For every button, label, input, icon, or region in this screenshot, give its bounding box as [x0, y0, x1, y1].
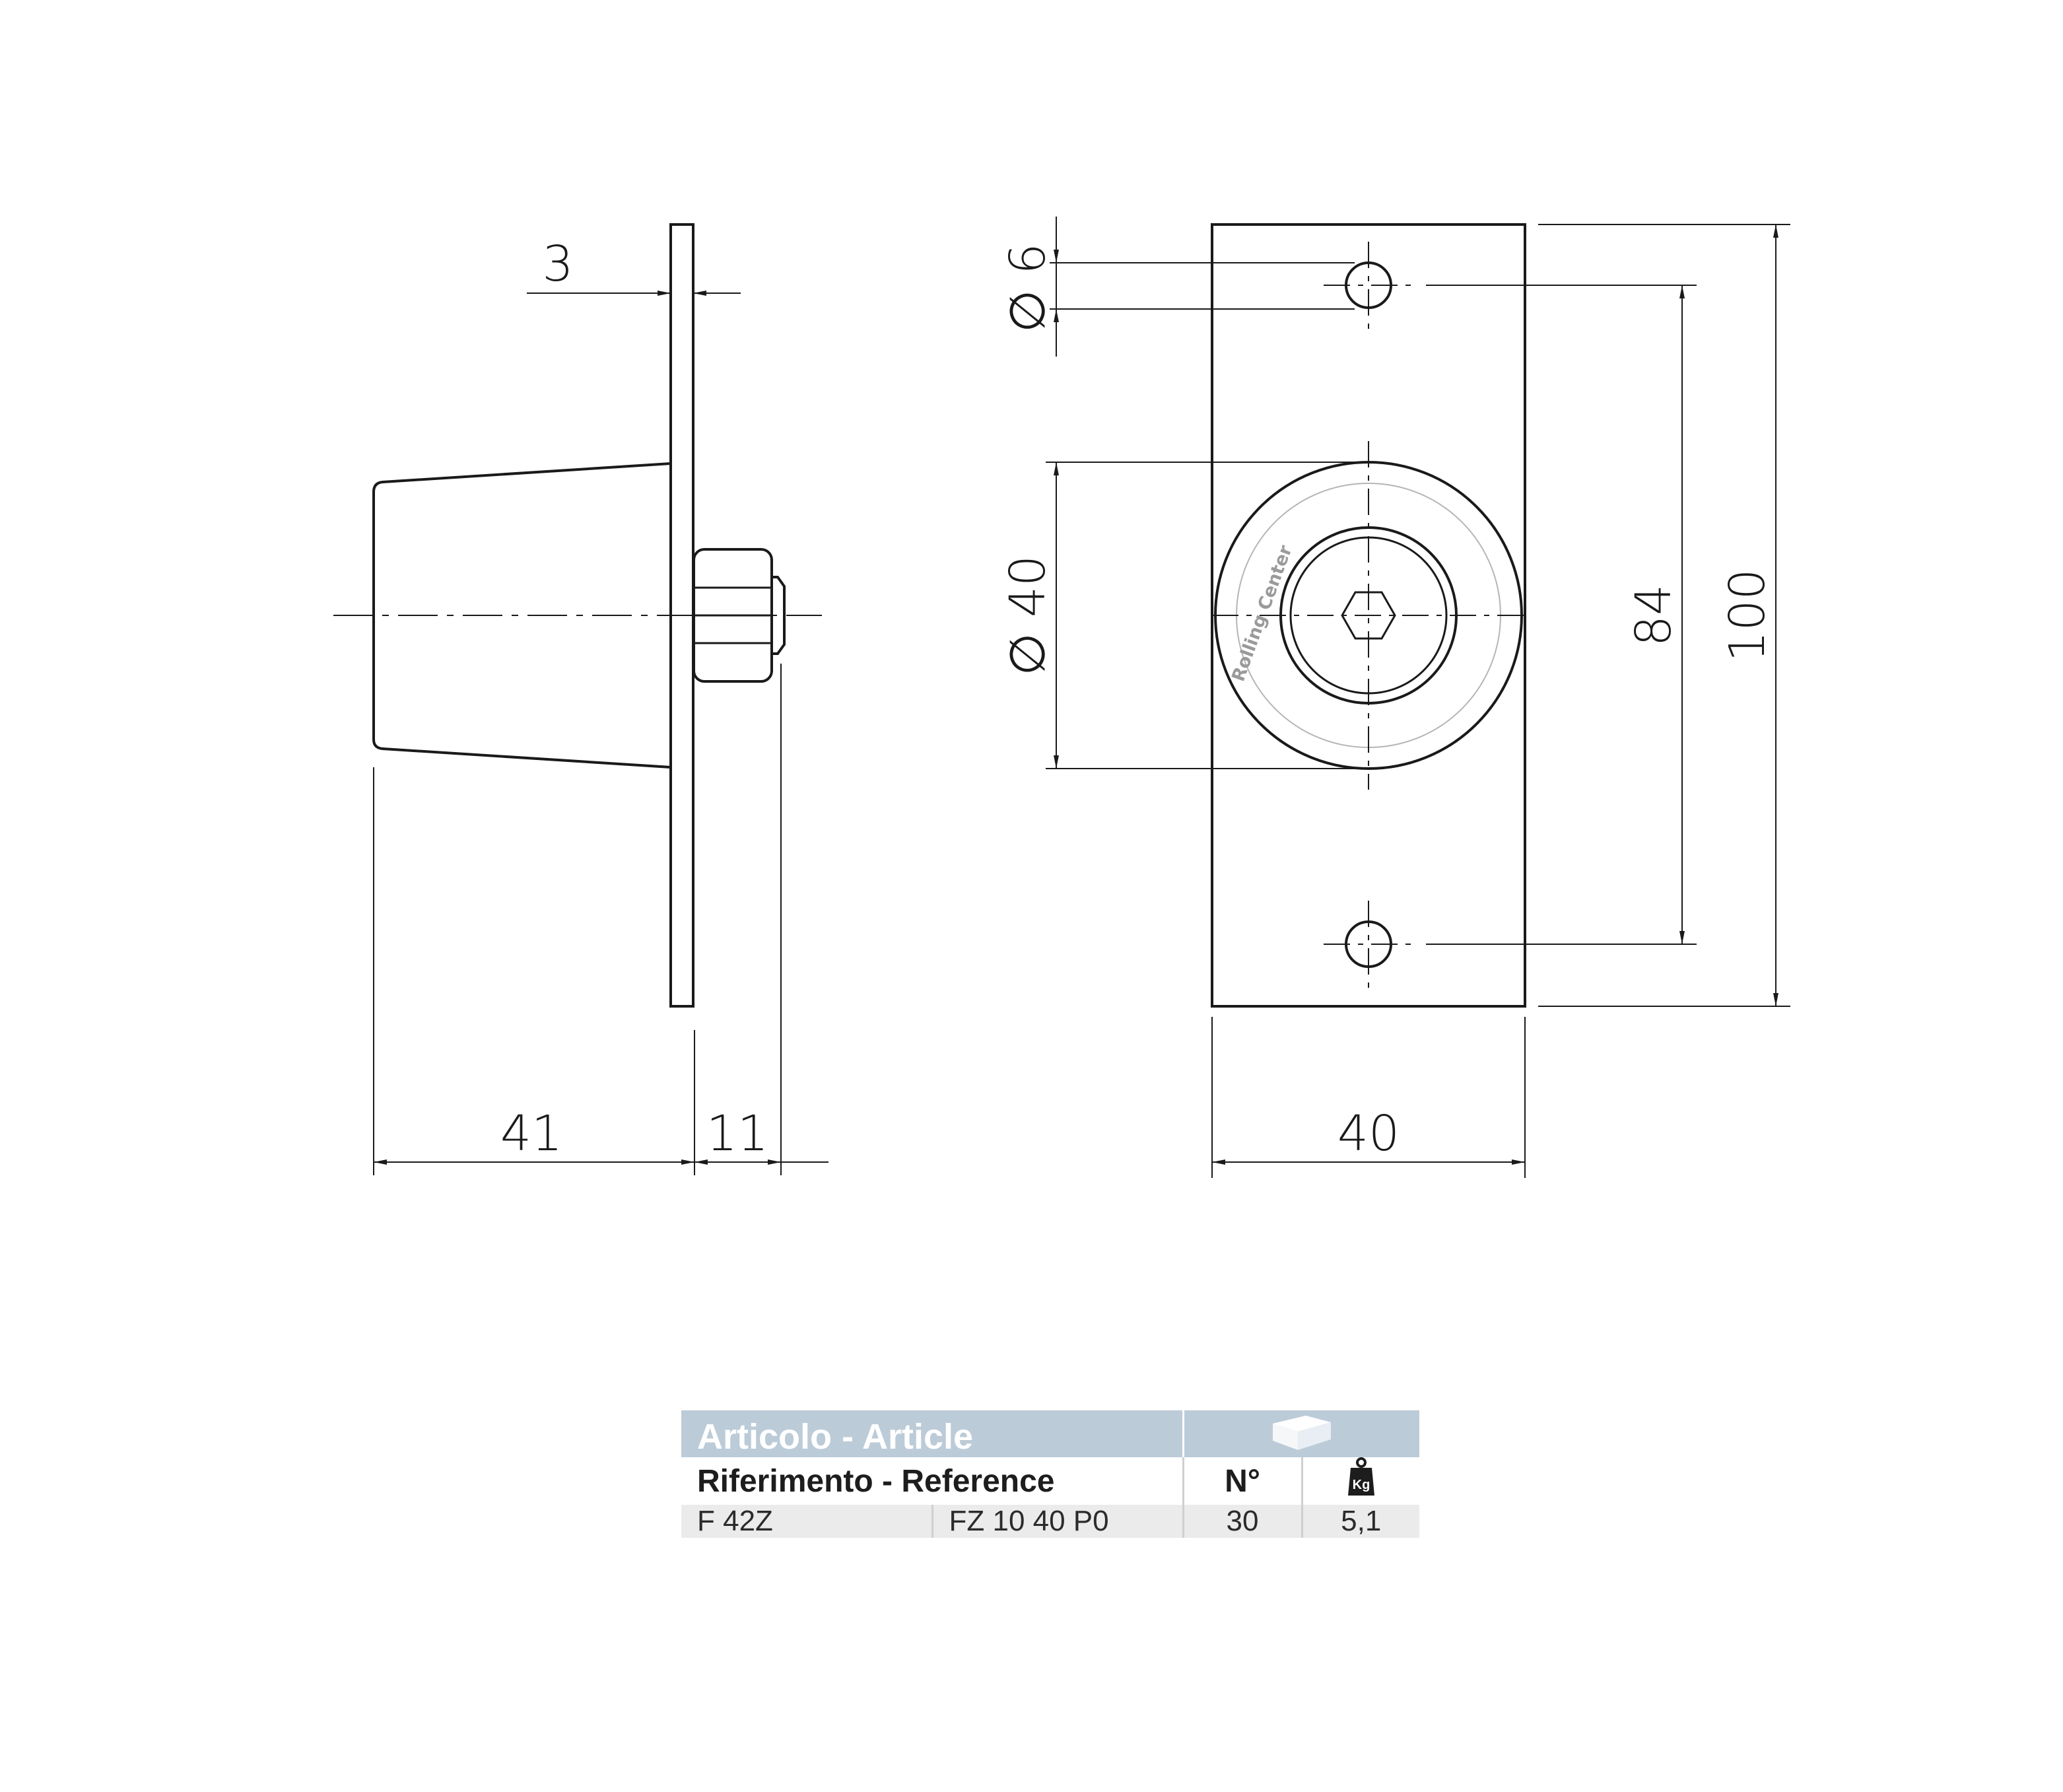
article-header: Articolo - Article [681, 1410, 1183, 1457]
table-subheader-row: Riferimento - Reference N° Kg [681, 1457, 1419, 1505]
weight-icon-cell: Kg [1301, 1457, 1419, 1505]
qty-header: N° [1182, 1457, 1302, 1505]
table-row: F 42Z FZ 10 40 P0 30 5,1 [681, 1505, 1419, 1538]
dim-nut-length: 11 [706, 1105, 768, 1162]
package-icon-cell [1182, 1410, 1419, 1457]
dim-plate-thickness: 3 [542, 236, 573, 293]
dim-body-length: 41 [500, 1105, 562, 1162]
side-view [333, 223, 822, 1008]
front-dimensions [1046, 217, 1790, 1178]
cell-qty: 30 [1182, 1505, 1302, 1538]
dim-wheel-diameter: 40 [999, 555, 1056, 617]
box-icon [1272, 1416, 1331, 1450]
front-centerlines [1212, 242, 1525, 988]
diameter-symbol-wheel: ∅ [999, 633, 1056, 675]
weight-kg-icon: Kg [1347, 1457, 1374, 1496]
spec-table: Articolo - Article Riferimento - Referen… [681, 1410, 1419, 1538]
side-bolt-end [772, 576, 786, 655]
cell-reference: FZ 10 40 P0 [931, 1505, 1183, 1538]
weight-icon-text: Kg [1352, 1478, 1370, 1492]
cell-weight: 5,1 [1301, 1505, 1419, 1538]
diameter-symbol-hole: ∅ [999, 290, 1056, 332]
front-hex-socket [1341, 591, 1396, 640]
dim-plate-height: 100 [1719, 569, 1776, 662]
dim-hole-diameter: 6 [999, 243, 1056, 274]
reference-header: Riferimento - Reference [697, 1463, 1055, 1499]
side-dimensions [373, 291, 829, 1175]
side-wheel-body [372, 462, 671, 769]
wheel-marking: Rolling Center [1228, 542, 1297, 684]
table-header-row: Articolo - Article [681, 1410, 1419, 1457]
dim-hole-spacing: 84 [1625, 584, 1682, 646]
cell-article: F 42Z [681, 1505, 932, 1538]
dim-plate-width: 40 [1337, 1105, 1400, 1162]
svg-text:∅ 6: ∅ 6 [999, 243, 1056, 332]
svg-text:∅ 40: ∅ 40 [999, 555, 1056, 675]
